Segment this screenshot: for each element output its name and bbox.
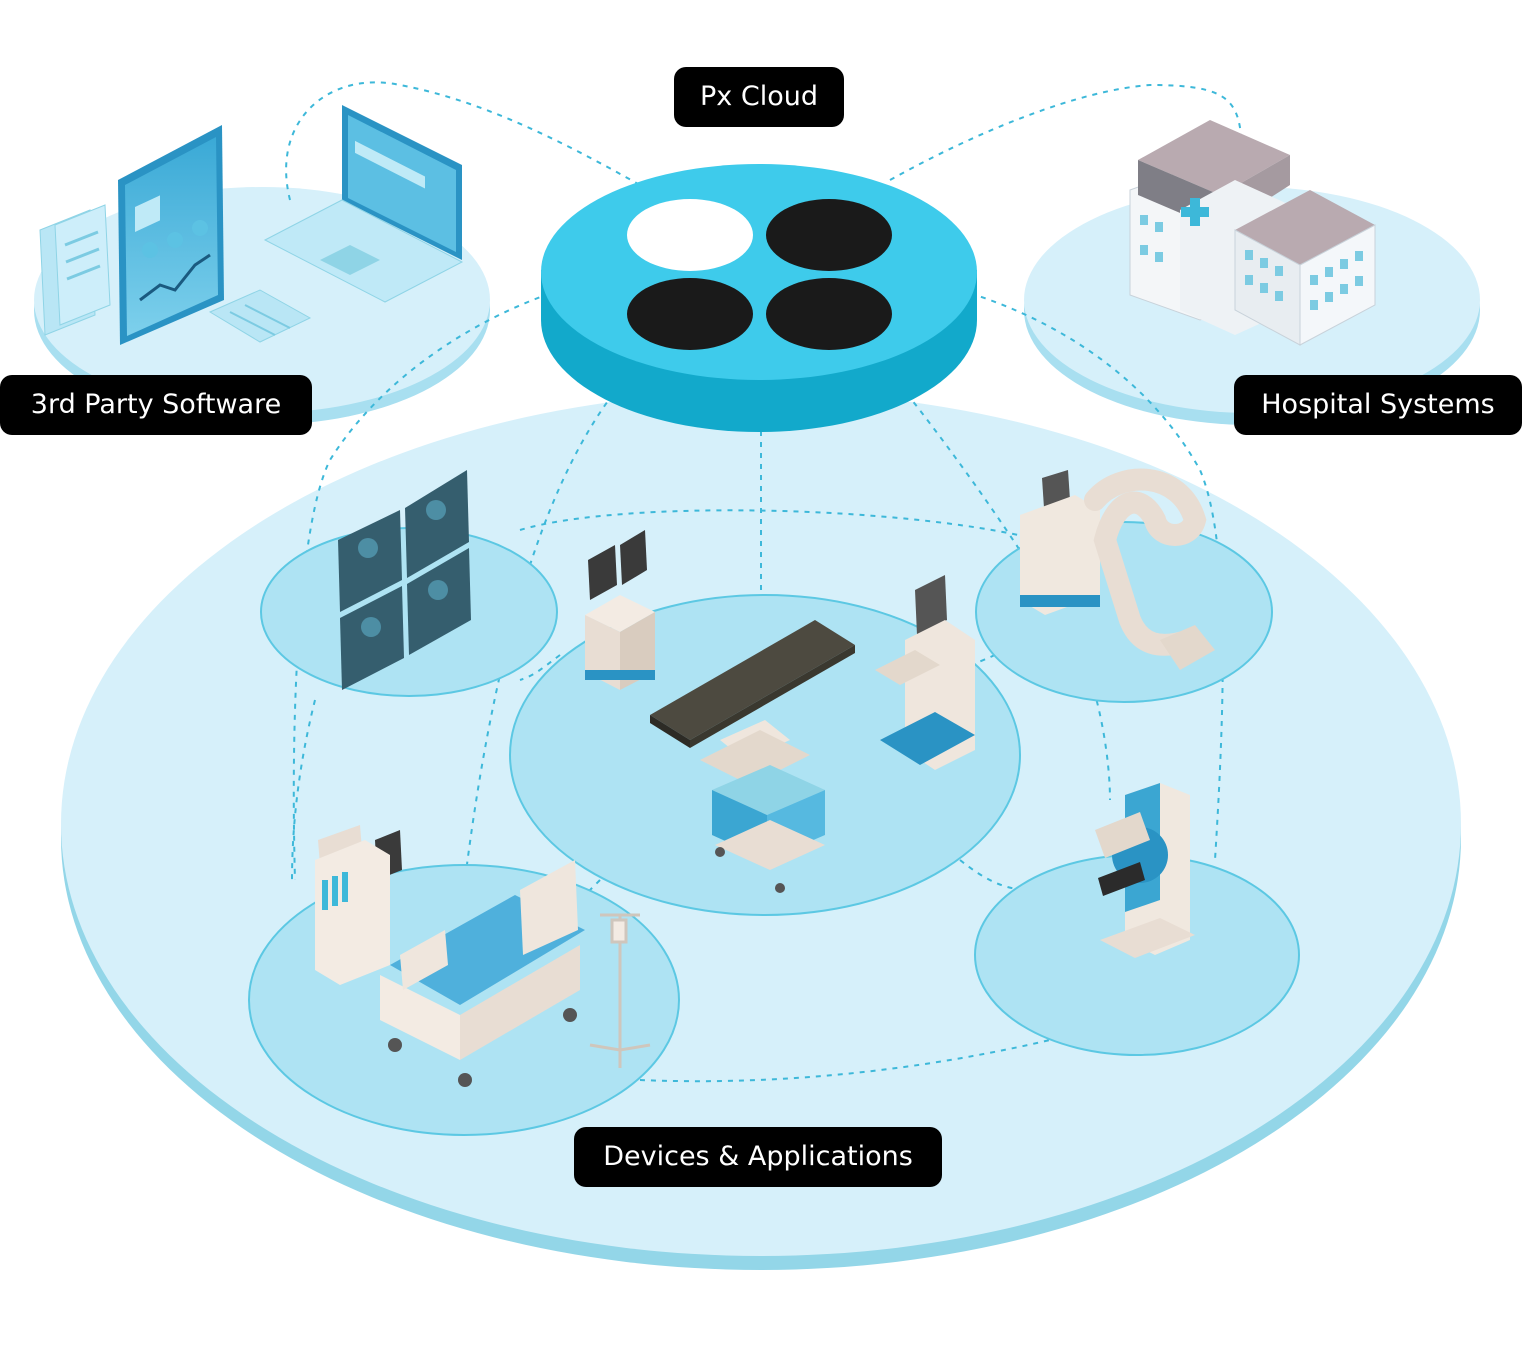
- cloud-dot-black-2: [627, 278, 753, 350]
- devices-applications-label: Devices & Applications: [574, 1127, 942, 1187]
- ultrasound-machine-icon: [875, 575, 975, 770]
- spreadsheet-icon: [208, 289, 312, 343]
- third-party-software-label: 3rd Party Software: [0, 375, 312, 435]
- cloud-dot-black-3: [766, 278, 892, 350]
- anesthesia-cart-icon: [585, 530, 655, 690]
- laptop-icon: [263, 105, 464, 303]
- video-conference-icon: [338, 470, 471, 690]
- document-icon: [39, 204, 111, 336]
- px-cloud-hub: [541, 164, 977, 432]
- mammography-icon: [1095, 783, 1195, 958]
- cloud-dot-black-1: [766, 199, 892, 271]
- hospital-building-icon: [1129, 120, 1376, 346]
- px-cloud-label: Px Cloud: [674, 67, 844, 127]
- anesthesia-machine-icon: [315, 825, 402, 985]
- operating-table-icon: [650, 620, 855, 785]
- iv-stand-icon: [589, 913, 651, 1068]
- hospital-systems-label: Hospital Systems: [1234, 375, 1522, 435]
- c-arm-xray-icon: [1020, 468, 1215, 670]
- instrument-table-icon: [712, 765, 825, 893]
- tablet-dashboard-icon: [118, 125, 224, 345]
- cloud-dot-white: [627, 199, 753, 271]
- hospital-bed-icon: [380, 860, 585, 1087]
